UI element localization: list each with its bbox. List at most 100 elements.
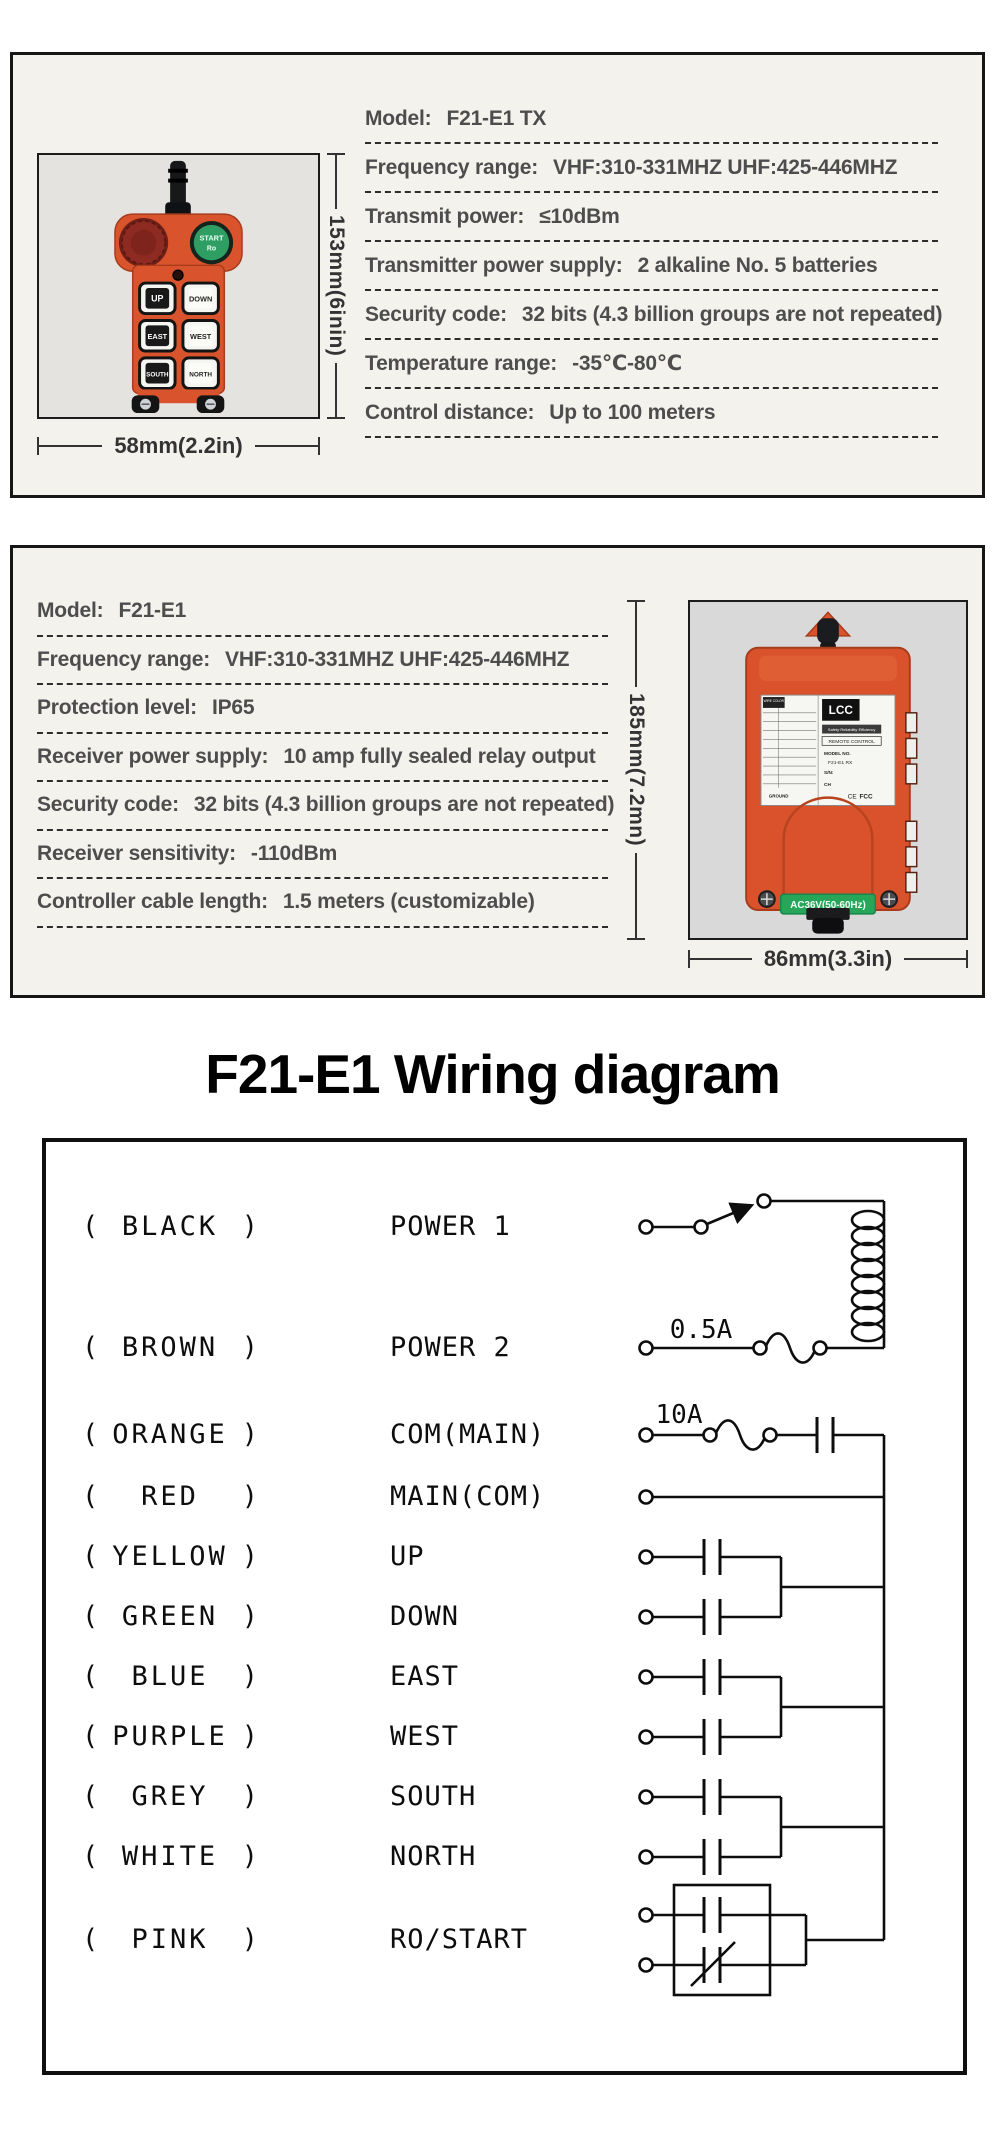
spec-label: Receiver sensitivity: <box>37 841 236 865</box>
dimension-tick <box>627 600 645 602</box>
wire-name: GREEN <box>121 1601 219 1632</box>
paren: ) <box>241 1924 258 1955</box>
wire-color-label: (GREEN) <box>82 1599 258 1635</box>
wiring-row-brown: (BROWN) POWER 2 <box>46 1330 963 1366</box>
spec-row-temperature: Temperature range:-35℃-80℃ <box>365 340 938 389</box>
spec-label: Security code: <box>365 302 507 326</box>
paren: ( <box>82 1781 99 1812</box>
spec-label: Frequency range: <box>37 647 211 671</box>
paren: ( <box>82 1924 99 1955</box>
spec-value: Up to 100 meters <box>549 400 716 424</box>
spec-value: 32 bits (4.3 billion groups are not repe… <box>521 302 943 326</box>
wiring-row-white: (WHITE) NORTH <box>46 1839 963 1875</box>
dimension-line <box>335 155 337 210</box>
spec-value: VHF:310-331MHZ UHF:425-446MHZ <box>225 647 570 671</box>
wiring-diagram-box: 0.5A 10A (BLACK) POWER 1 (BROWN) POWER 2… <box>42 1138 967 2075</box>
paren: ) <box>241 1419 258 1450</box>
spec-row-model: Model:F21-E1 <box>37 588 608 637</box>
wire-name: PINK <box>131 1924 209 1955</box>
transmitter-spec-box: START Ro UP DOWN E <box>10 52 985 498</box>
wiring-row-red: (RED) MAIN(COM) <box>46 1479 963 1515</box>
spec-value: 32 bits (4.3 billion groups are not repe… <box>193 793 615 817</box>
wire-color-label: ( PINK) <box>82 1922 258 1958</box>
spec-row-frequency: Frequency range: VHF:310-331MHZ UHF:425-4… <box>37 637 608 685</box>
ground-label: GROUND <box>769 794 789 799</box>
ce-mark: CE <box>848 794 857 801</box>
wire-color-header: WIRE COLOR <box>764 699 785 703</box>
receiver-width-dimension: 86mm(3.3in) <box>688 946 969 972</box>
dimension-tick <box>327 153 345 155</box>
wire-name: PURPLE <box>112 1721 228 1752</box>
wire-color-label: (RED) <box>82 1479 258 1515</box>
paren: ( <box>82 1541 99 1572</box>
wiring-row-pink: (PINK) RO/START <box>46 1922 963 1958</box>
spec-value: ≤10dBm <box>539 204 620 228</box>
spec-value: F21-E1 <box>118 599 187 623</box>
start-button-sublabel: Ro <box>207 246 216 253</box>
spec-row-transmit-power: Transmit power:≤10dBm <box>365 193 938 242</box>
start-button: START Ro <box>189 220 234 265</box>
transmitter-illustration: START Ro UP DOWN E <box>114 160 243 414</box>
power-rating-label: AC36V(50-60Hz) <box>779 893 877 915</box>
wire-name: ORANGE <box>112 1419 228 1450</box>
dimension-line <box>335 362 337 417</box>
spec-value: 2 alkaline No. 5 batteries <box>637 253 878 277</box>
serial-label: S/N: <box>824 770 834 776</box>
start-contact-box <box>672 1883 772 1997</box>
receiver-height-dimension: 185mm(7.2mn) <box>625 600 648 940</box>
wire-name: BROWN <box>121 1332 219 1363</box>
dimension-tick <box>627 938 645 940</box>
spec-row-sensitivity: Receiver sensitivity:-110dBm <box>37 831 608 879</box>
model-no-value: F21-E1 RX <box>828 760 853 766</box>
transmitter-spec-list: Model:F21-E1 TX Frequency range:VHF:310-… <box>365 95 943 438</box>
transmitter-photo: START Ro UP DOWN E <box>37 153 320 419</box>
fuse-rating-label: 10A <box>656 1400 703 1430</box>
spec-row-control-distance: Control distance:Up to 100 meters <box>365 389 938 438</box>
remote-button-east: EAST <box>147 332 167 341</box>
nc-contact-slash <box>690 1941 736 1987</box>
wiring-row-orange: (ORANGE) COM(MAIN) <box>46 1417 963 1453</box>
paren: ) <box>241 1211 258 1242</box>
wiring-row-green: (GREEN) DOWN <box>46 1599 963 1635</box>
receiver-spec-box: Model:F21-E1 Frequency range: VHF:310-331… <box>10 545 985 998</box>
wire-color-label: (YELLOW) <box>82 1539 258 1575</box>
wiring-row-purple: (PURPLE) WEST <box>46 1719 963 1755</box>
paren: ( <box>82 1211 99 1242</box>
paren: ( <box>82 1419 99 1450</box>
cable-gland <box>806 908 850 934</box>
receiver-label: WIRE COLOR GROUND LCC Safety·Reliability… <box>760 694 896 806</box>
wire-color-label: (BLACK) <box>82 1209 258 1245</box>
spec-value: VHF:310-331MHZ UHF:425-446MHZ <box>553 155 898 179</box>
wire-name: BLUE <box>131 1661 209 1692</box>
spec-row-security-code: Security code: 32 bits (4.3 billion group… <box>365 291 943 340</box>
paren: ) <box>241 1541 258 1572</box>
spec-value: F21-E1 TX <box>446 106 547 130</box>
wire-function-label: UP <box>390 1541 425 1572</box>
wiring-row-grey: (GREY) SOUTH <box>46 1779 963 1815</box>
fcc-mark: FCC <box>860 794 874 801</box>
paren: ) <box>241 1481 258 1512</box>
dimension-line <box>635 602 637 688</box>
wire-function-label: SOUTH <box>390 1781 477 1812</box>
dimension-cap <box>318 437 321 455</box>
paren: ( <box>82 1721 99 1752</box>
spec-row-power-supply: Transmitter power supply:2 alkaline No. … <box>365 242 938 291</box>
dimension-cap <box>966 950 969 968</box>
receiver-illustration: WIRE COLOR GROUND LCC Safety·Reliability… <box>745 611 918 934</box>
paren: ) <box>241 1661 258 1692</box>
spec-label: Controller cable length: <box>37 890 268 914</box>
remote-button-south: SOUTH <box>146 372 169 379</box>
transmitter-width-dimension: 58mm(2.2in) <box>37 433 321 459</box>
wire-name: RED <box>141 1481 199 1512</box>
wire-color-label: (WHITE) <box>82 1839 258 1875</box>
wiring-diagram-title: F21-E1 Wiring diagram <box>205 1043 780 1105</box>
paren: ) <box>241 1601 258 1632</box>
spec-label: Protection level: <box>37 696 197 720</box>
dimension-cap <box>688 950 690 968</box>
wire-function-label: NORTH <box>390 1841 477 1872</box>
paren: ( <box>82 1841 99 1872</box>
model-no-label: MODEL NO. <box>824 751 851 757</box>
wire-color-label: (BROWN) <box>82 1330 258 1366</box>
start-button-label: START <box>199 234 224 243</box>
spec-label: Receiver power supply: <box>37 744 269 768</box>
